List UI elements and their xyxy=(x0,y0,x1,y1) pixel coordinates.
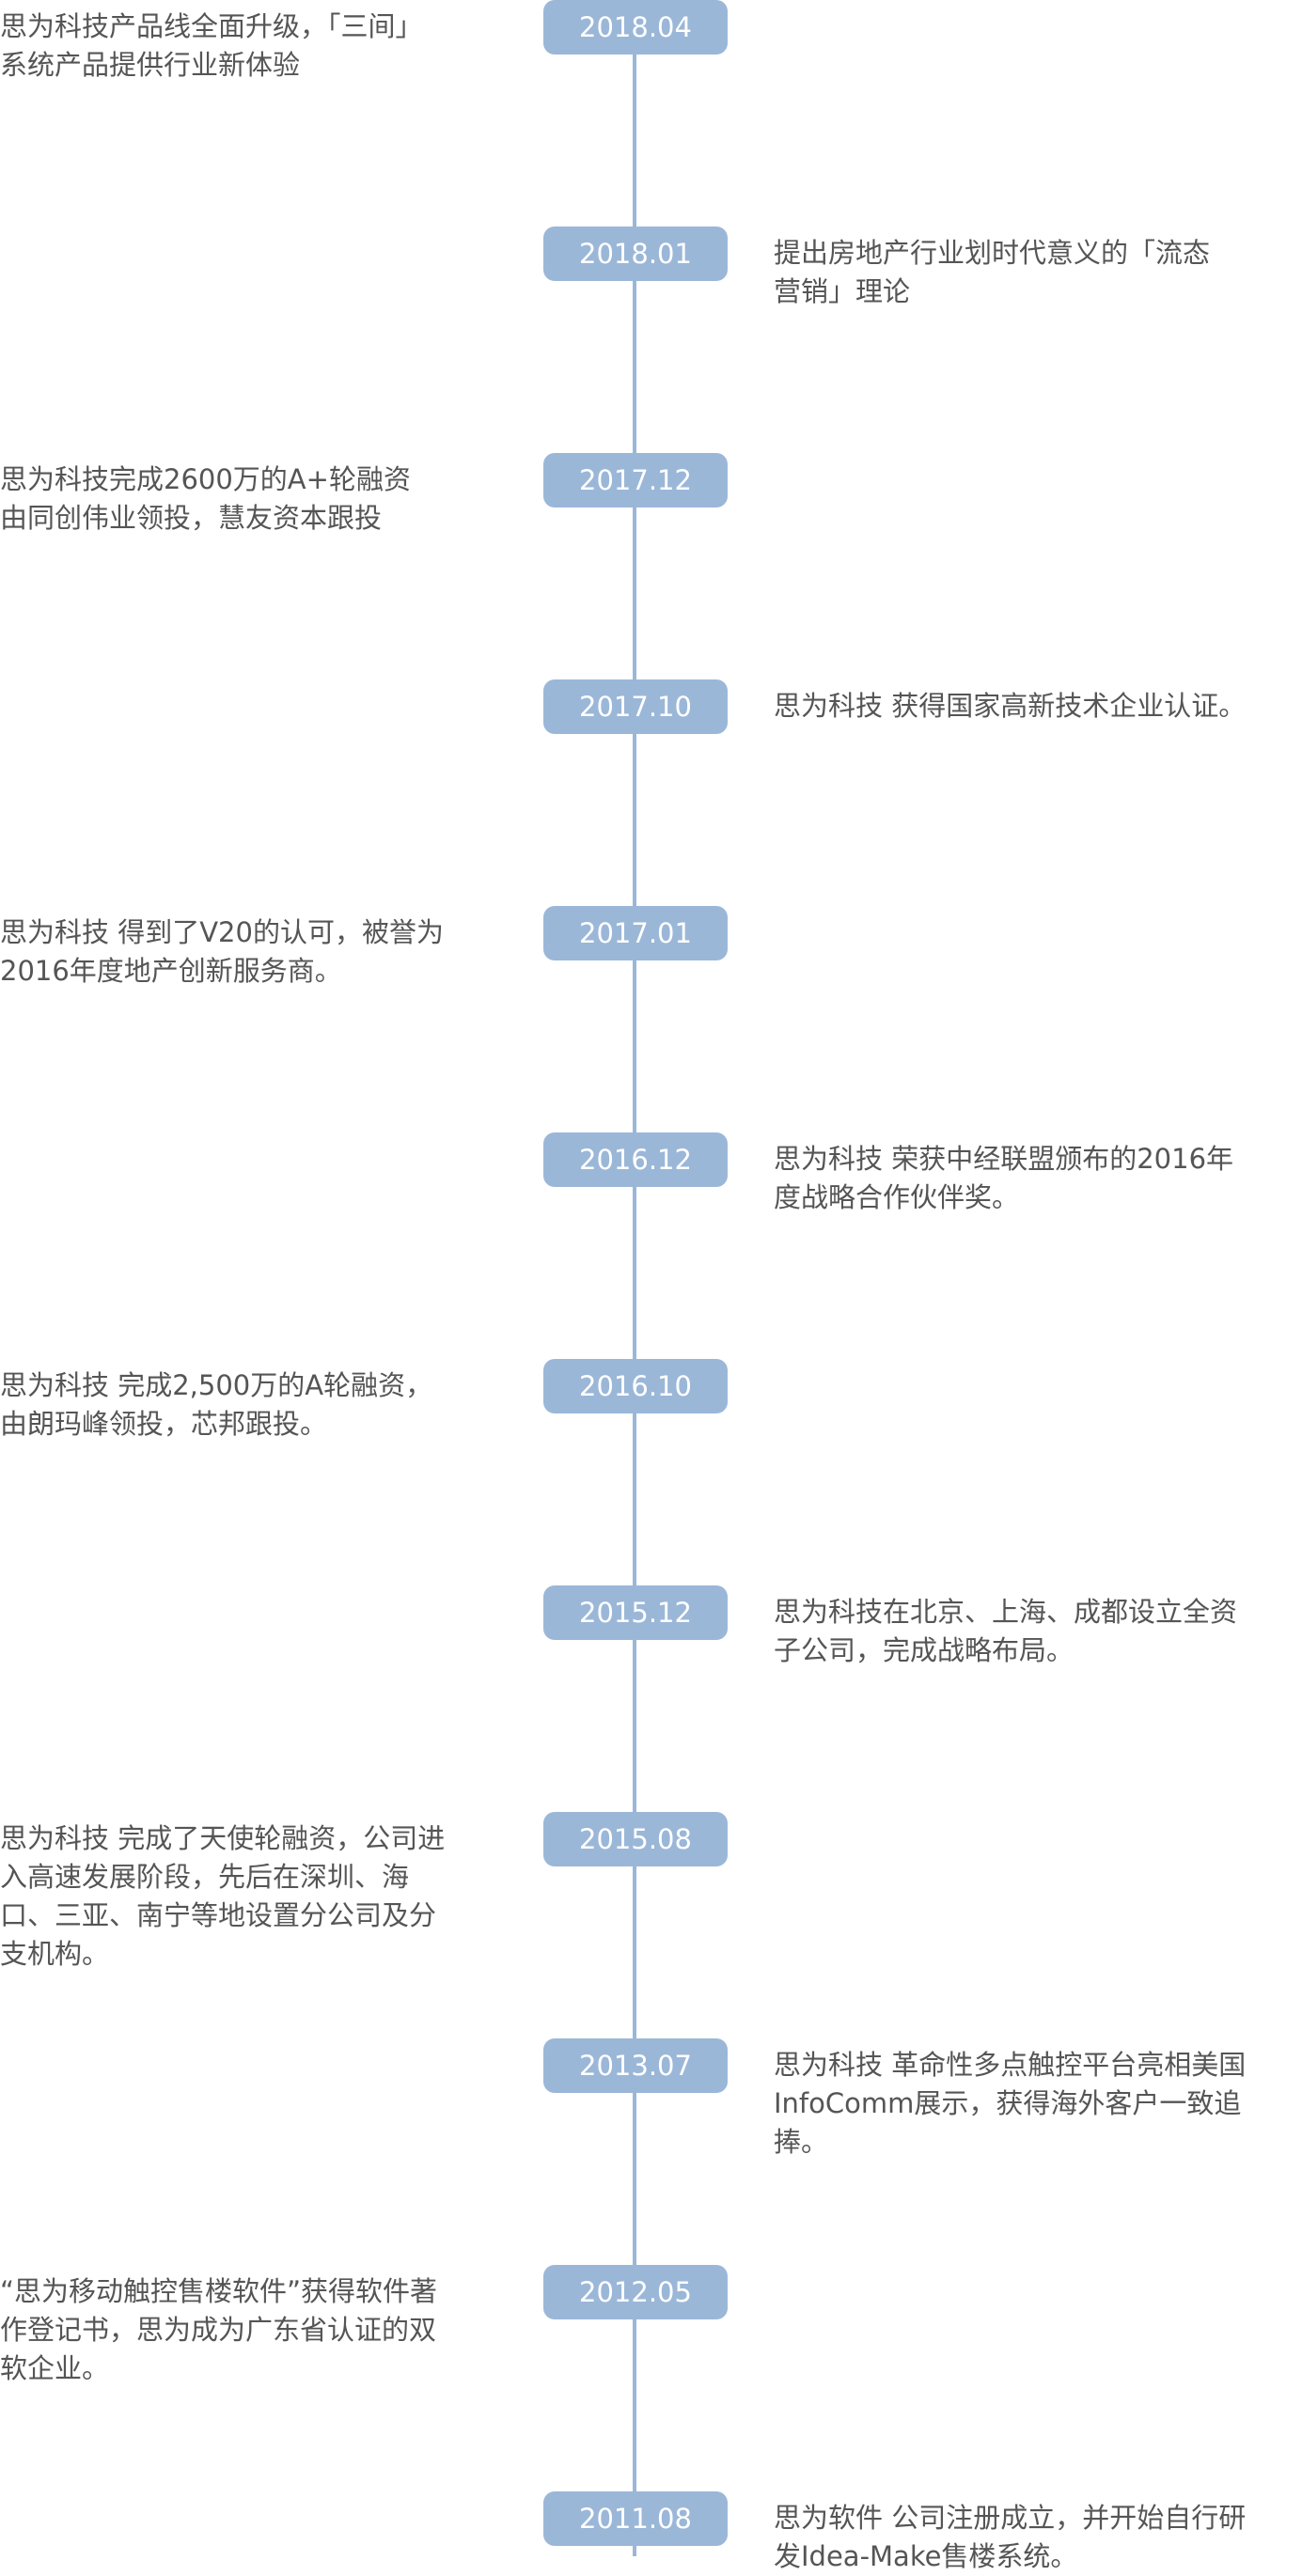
date-badge: 2017.12 xyxy=(543,453,728,507)
event-description-line: 思为科技 革命性多点触控平台亮相美国 xyxy=(774,2049,1247,2081)
event-description: 思为科技 获得国家高新技术企业认证。 xyxy=(774,687,1300,726)
event-description-line: 2016年度地产创新服务商。 xyxy=(0,955,342,987)
date-badge: 2011.08 xyxy=(543,2491,728,2546)
event-description-line: 思为科技 完成2,500万的A轮融资， xyxy=(0,1369,433,1401)
event-description-line: 思为科技 完成了天使轮融资，公司进 xyxy=(0,1822,446,1854)
date-badge: 2013.07 xyxy=(543,2038,728,2093)
date-badge: 2018.01 xyxy=(543,226,728,281)
event-description-line: 思为科技 得到了V20的认可，被誉为 xyxy=(0,916,444,948)
event-description-line: “思为移动触控售楼软件”获得软件著 xyxy=(0,2275,438,2307)
event-description-line: 思为科技 获得国家高新技术企业认证。 xyxy=(774,690,1247,722)
date-badge: 2017.01 xyxy=(543,906,728,960)
date-badge: 2016.12 xyxy=(543,1132,728,1187)
event-description: 思为科技产品线全面升级，「三间」系统产品提供行业新体验 xyxy=(0,8,508,85)
date-badge: 2015.12 xyxy=(543,1585,728,1640)
event-description: 思为科技 完成了天使轮融资，公司进入高速发展阶段，先后在深圳、海口、三亚、南宁等… xyxy=(0,1819,508,1974)
event-description: 思为科技 革命性多点触控平台亮相美国 InfoComm展示，获得海外客户一致追捧。 xyxy=(774,2046,1300,2162)
event-description: “思为移动触控售楼软件”获得软件著作登记书，思为成为广东省认证的双软企业。 xyxy=(0,2272,508,2388)
event-description-line: 提出房地产行业划时代意义的「流态 xyxy=(774,237,1211,269)
event-description-line: 作登记书，思为成为广东省认证的双 xyxy=(0,2314,437,2346)
event-description-line: 系统产品提供行业新体验 xyxy=(0,49,301,81)
event-description: 思为科技在北京、上海、成都设立全资子公司，完成战略布局。 xyxy=(774,1593,1300,1670)
event-description-line: 由朗玛峰领投，芯邦跟投。 xyxy=(0,1408,328,1440)
timeline-axis-line xyxy=(633,28,636,2556)
date-badge: 2017.10 xyxy=(543,679,728,734)
event-description-line: 由同创伟业领投，慧友资本跟投 xyxy=(0,502,383,534)
event-description-line: 入高速发展阶段，先后在深圳、海 xyxy=(0,1861,410,1893)
event-description: 思为科技 荣获中经联盟颁布的2016年度战略合作伙伴奖。 xyxy=(774,1140,1300,1217)
event-description-line: 营销」理论 xyxy=(774,275,911,307)
event-description: 提出房地产行业划时代意义的「流态营销」理论 xyxy=(774,234,1300,311)
date-badge: 2012.05 xyxy=(543,2265,728,2319)
event-description-line: 思为科技完成2600万的A+轮融资 xyxy=(0,463,411,495)
event-description: 思为科技完成2600万的A+轮融资由同创伟业领投，慧友资本跟投 xyxy=(0,461,508,538)
event-description-line: 软企业。 xyxy=(0,2352,110,2384)
event-description-line: 思为科技 荣获中经联盟颁布的2016年 xyxy=(774,1143,1234,1175)
event-description-line: 捧。 xyxy=(774,2126,829,2158)
event-description: 思为科技 得到了V20的认可，被誉为 2016年度地产创新服务商。 xyxy=(0,913,508,991)
date-badge: 2015.08 xyxy=(543,1812,728,1866)
event-description: 思为科技 完成2,500万的A轮融资， 由朗玛峰领投，芯邦跟投。 xyxy=(0,1366,508,1444)
date-badge: 2018.04 xyxy=(543,0,728,55)
event-description-line: 子公司，完成战略布局。 xyxy=(774,1634,1075,1666)
event-description-line: 支机构。 xyxy=(0,1938,110,1970)
event-description: 思为软件 公司注册成立，并开始自行研发Idea-Make售楼系统。 xyxy=(774,2499,1300,2576)
event-description-line: 思为科技在北京、上海、成都设立全资 xyxy=(774,1596,1238,1628)
event-description-line: 思为科技产品线全面升级，「三间」 xyxy=(0,10,423,42)
event-description-line: 度战略合作伙伴奖。 xyxy=(774,1181,1020,1213)
date-badge: 2016.10 xyxy=(543,1359,728,1413)
event-description-line: 口、三亚、南宁等地设置分公司及分 xyxy=(0,1899,437,1931)
event-description-line: 思为软件 公司注册成立，并开始自行研 xyxy=(774,2502,1247,2534)
event-description-line: 发Idea-Make售楼系统。 xyxy=(774,2540,1078,2572)
event-description-line: InfoComm展示，获得海外客户一致追 xyxy=(774,2087,1242,2119)
